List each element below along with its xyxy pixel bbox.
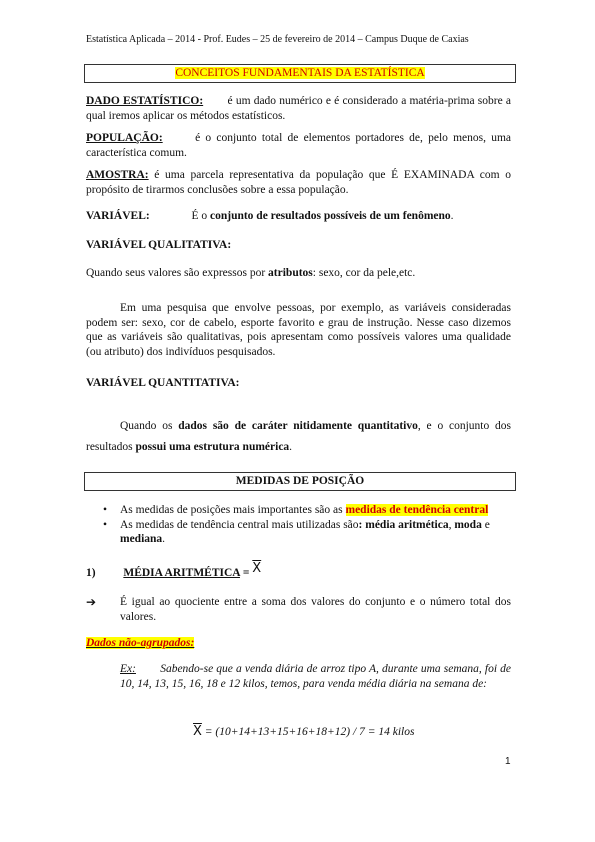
definition-populacao: é o conjunto total de elementos portador… bbox=[86, 132, 512, 159]
bullet1-pre: As medidas de posições mais importantes … bbox=[120, 504, 343, 516]
heading-variavel-quantitativa: VARIÁVEL QUANTITATIVA: bbox=[86, 377, 240, 389]
paragraph-qualitativa-atributos: Quando seus valores são expressos por at… bbox=[86, 266, 511, 281]
paragraph-populacao: POPULAÇÃO: é o conjunto total de element… bbox=[86, 131, 511, 160]
bullet-list-medidas: As medidas de posições mais importantes … bbox=[86, 503, 511, 547]
qualitativa-line-pre: Quando seus valores são expressos por bbox=[86, 267, 266, 279]
bullet2-media: : média aritmética bbox=[358, 518, 449, 531]
bullet2-mediana: mediana bbox=[120, 533, 163, 545]
bullet2-e: e bbox=[484, 518, 490, 531]
quantitativa-bold1: dados são de caráter nitidamente quantit… bbox=[178, 420, 418, 432]
exemplo-text: Sabendo-se que a venda diária de arroz t… bbox=[120, 663, 512, 690]
bullet2-post: . bbox=[162, 533, 166, 545]
term-dado-estatistico: DADO ESTATÍSTICO: bbox=[86, 95, 204, 107]
section-box-conceitos: CONCEITOS FUNDAMENTAIS DA ESTATÍSTICA bbox=[84, 64, 516, 83]
qualitativa-line-post: : sexo, cor da pele,etc. bbox=[312, 267, 416, 279]
formula-media: X = (10+14+13+15+16+18+12) / 7 = 14 kilo… bbox=[193, 724, 415, 740]
media-title: MÉDIA ARITMÉTICA bbox=[123, 567, 240, 579]
mean-symbol: X bbox=[252, 561, 262, 576]
paragraph-variavel: VARIÁVEL: É o conjunto de resultados pos… bbox=[86, 209, 511, 224]
media-number: 1) bbox=[86, 567, 96, 579]
formula-mean-symbol: X bbox=[193, 724, 202, 739]
exemplo-label: Ex: bbox=[120, 663, 136, 675]
bullet-item-1: As medidas de posições mais importantes … bbox=[86, 503, 511, 518]
page-number: 1 bbox=[505, 756, 511, 767]
section-title-conceitos: CONCEITOS FUNDAMENTAIS DA ESTATÍSTICA bbox=[175, 67, 425, 79]
paragraph-qualitativa-exemplo: Em uma pesquisa que envolve pessoas, por… bbox=[86, 302, 511, 358]
quantitativa-post: . bbox=[289, 441, 293, 453]
dados-nao-agrupados-label: Dados não-agrupados: bbox=[86, 637, 195, 649]
term-amostra: AMOSTRA: bbox=[86, 169, 149, 181]
paragraph-dado-estatistico: DADO ESTATÍSTICO: é um dado numérico e é… bbox=[86, 94, 511, 123]
bullet1-highlight: medidas de tendência central bbox=[345, 504, 489, 516]
section-box-medidas-posicao: MEDIDAS DE POSIÇÃO bbox=[84, 472, 516, 491]
bullet2-pre: As medidas de tendência central mais uti… bbox=[120, 518, 359, 531]
term-variavel: VARIÁVEL: bbox=[86, 210, 150, 222]
definition-amostra: é uma parcela representativa da populaçã… bbox=[86, 169, 511, 196]
heading-media-aritmetica: 1) MÉDIA ARITMÉTICA = X bbox=[86, 561, 511, 581]
heading-variavel-qualitativa: VARIÁVEL QUALITATIVA: bbox=[86, 239, 232, 251]
term-populacao: POPULAÇÃO: bbox=[86, 132, 163, 144]
media-description: É igual ao quociente entre a soma dos va… bbox=[120, 596, 511, 623]
heading-dados-nao-agrupados: Dados não-agrupados: bbox=[86, 636, 195, 651]
variavel-bold: conjunto de resultados possíveis de um f… bbox=[209, 210, 451, 222]
quantitativa-mid: , e o conjunto dos resultados bbox=[86, 420, 512, 453]
page-header: Estatística Aplicada – 2014 - Prof. Eude… bbox=[86, 34, 469, 45]
qualitativa-line-bold: atributos bbox=[268, 267, 313, 279]
bullet-item-2: As medidas de tendência central mais uti… bbox=[86, 518, 511, 547]
arrow-right-icon: ➔ bbox=[86, 595, 97, 609]
variavel-pre: É o bbox=[191, 210, 208, 222]
media-equals: = bbox=[242, 567, 250, 579]
paragraph-amostra: AMOSTRA: é uma parcela representativa da… bbox=[86, 168, 511, 197]
paragraph-exemplo: Ex: Sabendo-se que a venda diária de arr… bbox=[120, 662, 511, 691]
quantitativa-pre: Quando os bbox=[120, 420, 173, 432]
definition-dado-estatistico: é um dado numérico e é considerado a mat… bbox=[86, 95, 511, 122]
bullet2-sep: , bbox=[448, 518, 452, 531]
paragraph-quantitativa: Quando os dados são de caráter nitidamen… bbox=[86, 416, 511, 458]
formula-expression: = (10+14+13+15+16+18+12) / 7 = 14 kilos bbox=[204, 726, 415, 738]
bullet2-moda: moda bbox=[454, 518, 482, 531]
quantitativa-bold2: possui uma estrutura numérica bbox=[135, 441, 290, 453]
variavel-post: . bbox=[450, 210, 454, 222]
